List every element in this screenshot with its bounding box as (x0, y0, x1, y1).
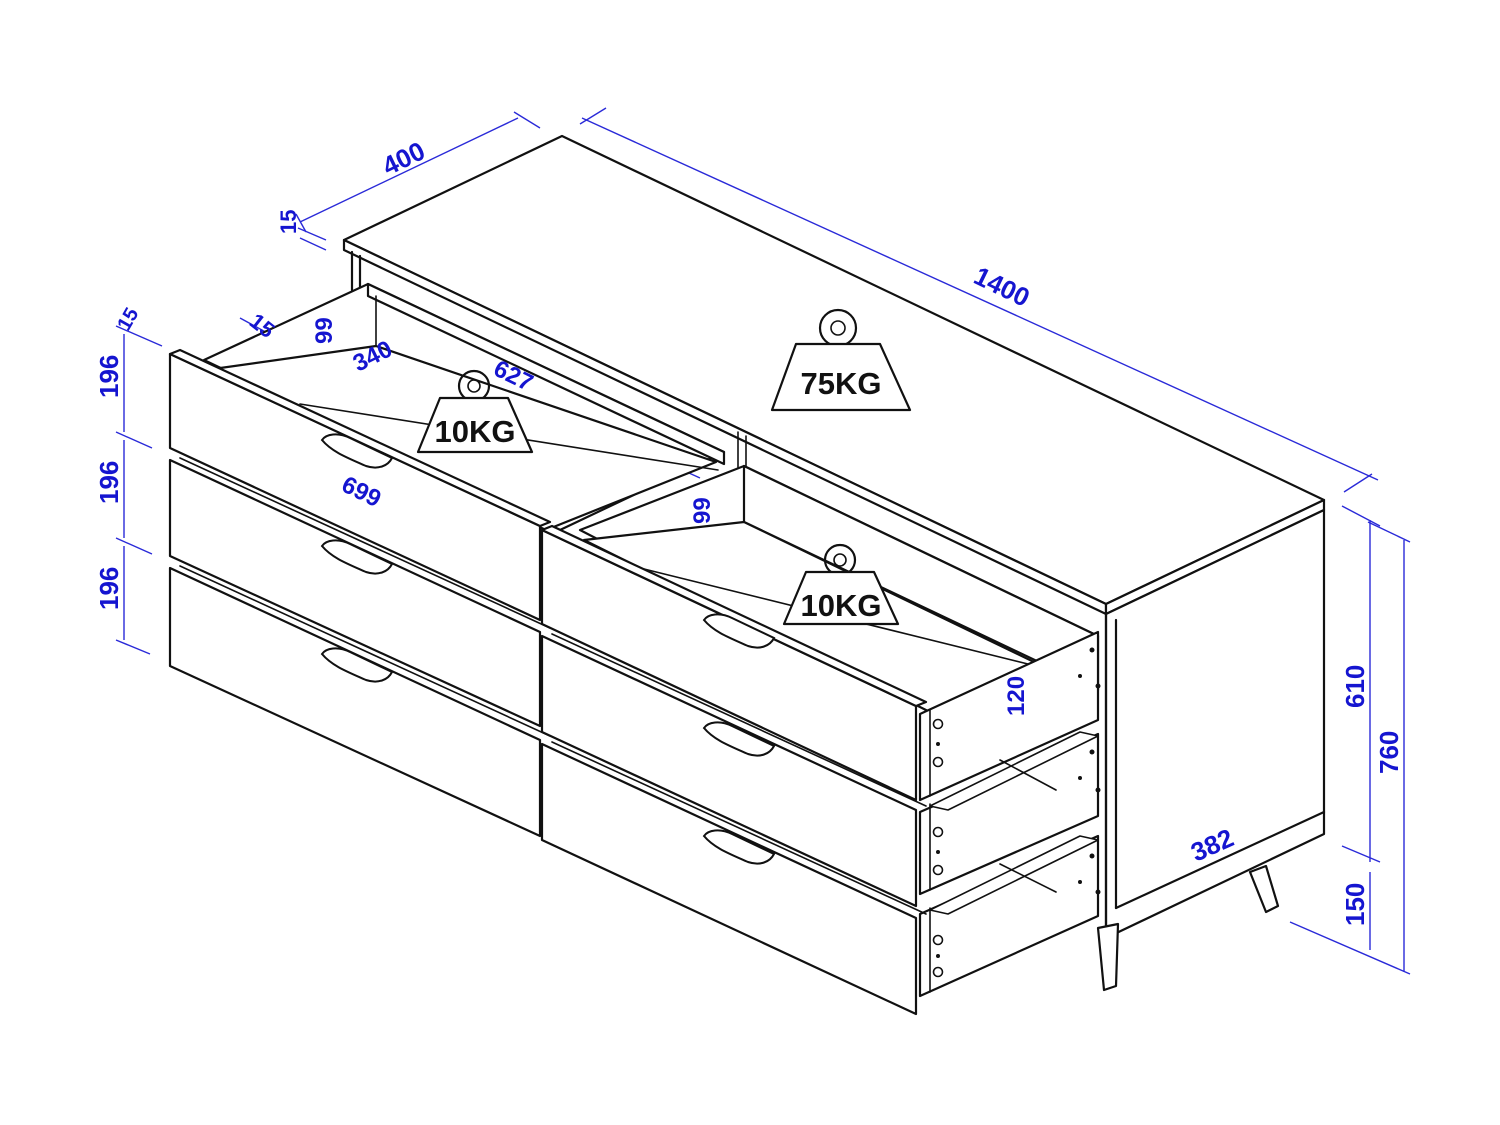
weight-icon: 10KG (416, 369, 534, 454)
drawer-handle[interactable] (702, 613, 776, 649)
drawer-handle[interactable] (702, 829, 776, 865)
left-drawer-middle (168, 457, 551, 728)
dim-top-depth: 400 (377, 135, 429, 181)
weight-icon: 75KG (770, 308, 912, 412)
dim-drawer-inner-height-right: 99 (689, 497, 716, 524)
dim-top-thickness: 15 (276, 210, 301, 234)
weight-icon: 10KG (782, 543, 900, 626)
drawer-handle[interactable] (702, 721, 776, 757)
drawer-handle[interactable] (320, 433, 394, 469)
right-drawer-middle (540, 633, 1100, 908)
right-drawer-bottom (540, 741, 1100, 1016)
left-drawer-bottom (168, 565, 551, 838)
drawer-handle[interactable] (320, 539, 394, 575)
drawer-hardware (932, 647, 1101, 978)
top-load-rating: 75KG (801, 366, 882, 401)
right-drawer-load-rating: 10KG (801, 588, 882, 623)
dim-leg-height: 150 (1340, 883, 1370, 926)
dim-total-width: 1400 (969, 260, 1034, 312)
dim-total-height: 760 (1374, 731, 1404, 774)
dim-drawer-front-height-1: 196 (94, 355, 124, 398)
dim-drawer-inner-height-top: 99 (311, 317, 338, 344)
dim-drawer-front-height-3: 196 (94, 567, 124, 610)
dim-drawer-front-height-2: 196 (94, 461, 124, 504)
dim-body-height: 610 (1340, 665, 1370, 708)
dim-drawer-side-thickness: 15 (113, 304, 143, 334)
drawer-handle[interactable] (320, 647, 394, 683)
dim-drawer-side-height: 120 (1003, 676, 1030, 716)
left-drawer-load-rating: 10KG (435, 414, 516, 449)
